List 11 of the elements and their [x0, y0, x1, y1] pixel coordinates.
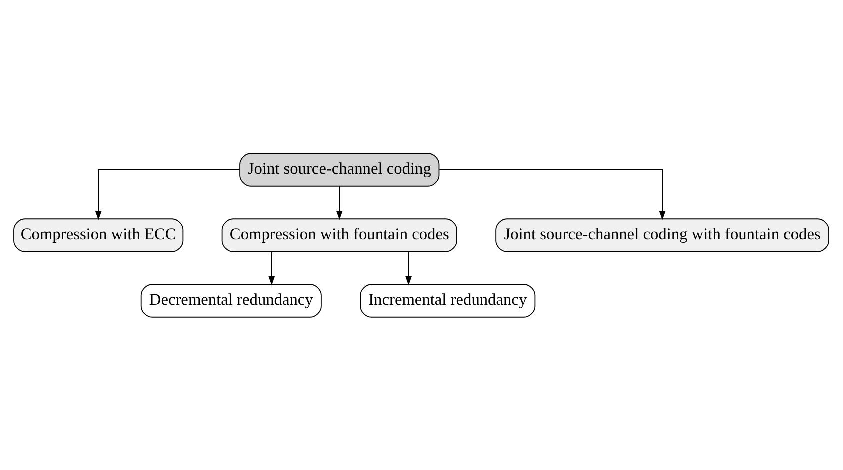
node-box: Incremental redundancy [360, 284, 536, 318]
node-box: Decremental redundancy [140, 284, 322, 318]
node-box: Joint source-channel coding with fountain codes [496, 218, 830, 252]
arrow [439, 169, 666, 220]
arrow [268, 251, 276, 286]
arrow [95, 169, 240, 220]
arrow [406, 251, 412, 286]
node-box: Compression with fountain codes [222, 218, 458, 252]
node-box: Joint source-channel coding [240, 152, 440, 186]
node-box: Compression with ECC [14, 218, 184, 252]
arrow [336, 186, 343, 220]
